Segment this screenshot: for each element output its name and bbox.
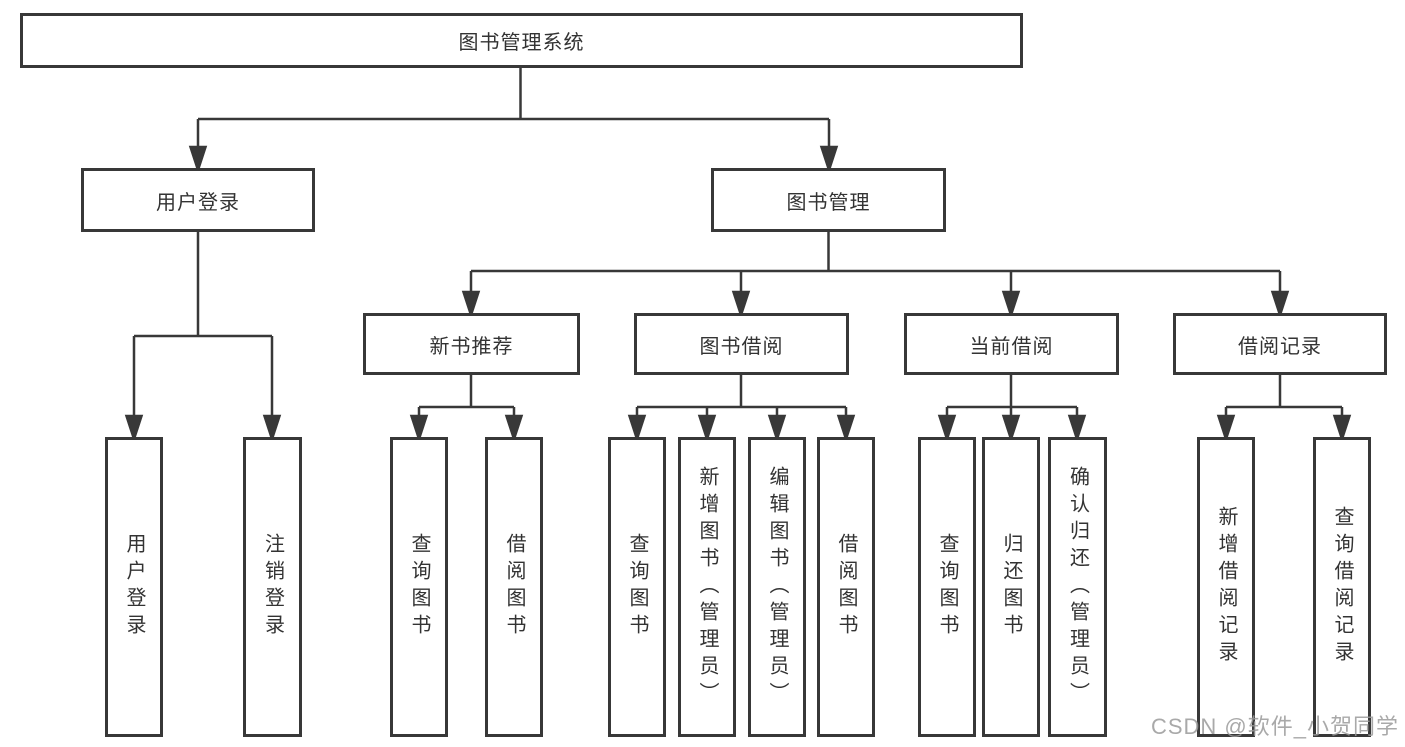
leaf-add-borrow-record: 新增借阅记录 <box>1197 437 1255 737</box>
connector-borrow-records-split <box>1216 375 1352 444</box>
leaf-logout-label: 注销登录 <box>261 533 284 641</box>
connector-new-book-split <box>409 375 524 444</box>
leaf-user-login-label: 用户登录 <box>123 533 145 641</box>
leaf-query-books-current: 查询图书 <box>918 437 976 737</box>
node-current-borrowing: 当前借阅 <box>904 313 1119 375</box>
node-book-management: 图书管理 <box>711 168 946 232</box>
node-borrow-records-label: 借阅记录 <box>1238 335 1322 358</box>
csdn-watermark: CSDN @软件_小贺同学 <box>1150 714 1399 739</box>
leaf-add-book-admin: 新增图书（管理员） <box>678 437 736 737</box>
leaf-query-books-current-label: 查询图书 <box>936 533 958 641</box>
leaf-query-books-borrow-label: 查询图书 <box>626 533 648 641</box>
node-book-management-label: 图书管理 <box>786 191 871 214</box>
leaf-add-book-admin-label: 新增图书（管理员） <box>696 465 718 709</box>
leaf-query-borrow-record: 查询借阅记录 <box>1313 437 1371 737</box>
connector-book-mgmt-split <box>461 232 1290 320</box>
node-user-login: 用户登录 <box>81 168 315 232</box>
leaf-borrow-books-recommend: 借阅图书 <box>485 437 543 737</box>
leaf-query-borrow-record-label: 查询借阅记录 <box>1331 506 1353 668</box>
connector-user-login-split <box>124 232 282 444</box>
leaf-user-login: 用户登录 <box>105 437 163 737</box>
node-borrow-records: 借阅记录 <box>1173 313 1387 375</box>
node-user-login-label: 用户登录 <box>156 191 240 214</box>
node-book-borrowing: 图书借阅 <box>634 313 849 375</box>
connector-current-borrow-split <box>937 375 1087 444</box>
leaf-borrow-books-label: 借阅图书 <box>835 533 857 641</box>
leaf-query-books-borrow: 查询图书 <box>608 437 666 737</box>
leaf-confirm-return-admin: 确认归还（管理员） <box>1048 437 1107 737</box>
node-current-borrowing-label: 当前借阅 <box>969 335 1054 358</box>
leaf-return-books: 归还图书 <box>982 437 1040 737</box>
node-new-book-recommend-label: 新书推荐 <box>429 335 514 358</box>
leaf-query-books-recommend-label: 查询图书 <box>408 533 430 641</box>
leaf-edit-book-admin: 编辑图书（管理员） <box>748 437 806 737</box>
node-new-book-recommend: 新书推荐 <box>363 313 580 375</box>
leaf-logout: 注销登录 <box>243 437 302 737</box>
node-root: 图书管理系统 <box>20 13 1023 68</box>
leaf-return-books-label: 归还图书 <box>1000 533 1022 641</box>
node-root-label: 图书管理系统 <box>458 32 585 54</box>
leaf-edit-book-admin-label: 编辑图书（管理员） <box>766 465 788 709</box>
connector-root-split <box>188 68 839 175</box>
leaf-borrow-books-recommend-label: 借阅图书 <box>503 533 525 641</box>
leaf-add-borrow-record-label: 新增借阅记录 <box>1215 506 1237 668</box>
leaf-borrow-books: 借阅图书 <box>817 437 875 737</box>
leaf-confirm-return-admin-label: 确认归还（管理员） <box>1066 465 1089 709</box>
connector-book-borrow-split <box>627 375 856 444</box>
leaf-query-books-recommend: 查询图书 <box>390 437 448 737</box>
node-book-borrowing-label: 图书借阅 <box>699 335 784 358</box>
